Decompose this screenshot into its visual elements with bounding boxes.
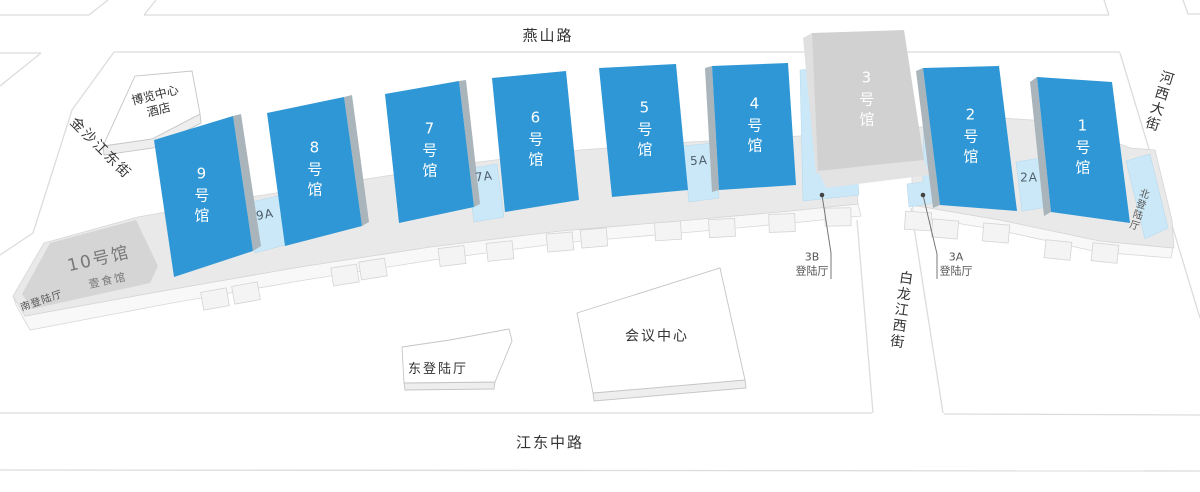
road-hexi-line-b [1182, 0, 1189, 15]
podium-service-block [437, 245, 467, 267]
landing-3a-label-line2: 登陆厅 [939, 264, 973, 277]
halls-group [154, 63, 1130, 277]
hall-5-shape[interactable] [599, 64, 688, 197]
podium-service-block [653, 220, 683, 242]
podium-service-blocks [200, 207, 1120, 311]
landing-north-shape[interactable] [1125, 153, 1169, 240]
podium-service-block [330, 263, 360, 287]
east-landing-shape[interactable] [401, 328, 513, 384]
hall-9-label: 9号馆 [192, 164, 211, 228]
landing-3b-label-line1: 3B [804, 250, 820, 264]
street-label-yanshan: 燕山路 [522, 26, 574, 45]
hall-9-side-face [233, 114, 261, 251]
hall-1-label: 1号馆 [1073, 116, 1092, 180]
hall-7-label: 7号馆 [420, 119, 439, 183]
connector-2a-label: 2A [1020, 170, 1038, 185]
landing-3a-label-line1: 3A [948, 250, 964, 264]
connector-7a-label: 7A [474, 168, 494, 185]
podium-service-block [903, 210, 933, 232]
hall-10-shape[interactable] [22, 220, 158, 309]
connector-5a-label: 5A [689, 153, 709, 168]
landing-3a-label: 3A 登陆厅 [940, 250, 973, 278]
hall-1-shape[interactable] [1037, 77, 1130, 223]
east-landing-label: 东登陆厅 [407, 361, 469, 377]
road-jinshajiang-line-a [0, 0, 109, 87]
hall-8-label: 8号馆 [305, 138, 324, 202]
hall-7-side-face [459, 80, 480, 207]
podium-service-block [708, 217, 736, 239]
podium-service-block [1043, 239, 1073, 261]
road-yanshan-bottom-line [0, 51, 1120, 54]
podium-service-block [1090, 242, 1120, 264]
podium-service-block [231, 281, 261, 305]
conference-center-label: 会议中心 [625, 328, 689, 345]
hall-1-side-face [1030, 77, 1051, 216]
conference-center-shape[interactable] [576, 267, 746, 394]
callout-lines [821, 194, 938, 279]
callout-dot-3a [920, 192, 926, 198]
hall-8-shape[interactable] [267, 97, 362, 246]
hall-6-shape[interactable] [492, 71, 579, 212]
hall-3-bottom-face [818, 160, 930, 188]
callout-dot-3b [819, 192, 825, 198]
landing-3b-label: 3B 登陆厅 [796, 250, 829, 278]
landing-3b-label-line2: 登陆厅 [795, 264, 829, 277]
podium-service-block [930, 218, 960, 240]
hall-6-label: 6号馆 [526, 108, 545, 172]
podium-service-block [981, 222, 1011, 244]
street-label-jiangdong: 江东中路 [515, 433, 585, 452]
hall-3-label: 3号馆 [857, 68, 876, 132]
hall-8-side-face [344, 95, 369, 226]
connector-9a-label: 9A [254, 206, 275, 223]
podium-service-block [545, 231, 575, 253]
road-bailongjiang-line-b [910, 207, 944, 414]
hall-9-shape[interactable] [154, 116, 253, 277]
road-bailongjiang-line-a [856, 219, 874, 414]
hall-4-shape[interactable] [712, 63, 796, 190]
podium-service-block [768, 213, 796, 233]
hall-7-shape[interactable] [385, 81, 474, 223]
road-jinshajiang-line-b [0, 0, 157, 256]
hall-5-label: 5号馆 [635, 98, 654, 162]
hall-2-side-face [916, 68, 940, 208]
callout-line-3a [922, 194, 938, 279]
podium-service-block [824, 207, 852, 227]
podium-service-block [579, 227, 609, 249]
hall-4-side-face [705, 66, 719, 192]
road-jiangdong-bottom-line [0, 469, 1200, 472]
podium-service-block [200, 287, 230, 311]
hall-2-shape[interactable] [923, 66, 1017, 211]
road-yanshan-top-line [0, 13, 1200, 16]
callout-line-3b [821, 194, 832, 279]
hall-2-label: 2号馆 [961, 105, 980, 169]
road-jiangdong-top-line [0, 412, 1200, 416]
podium-service-block [485, 240, 515, 262]
hotel-shape[interactable] [102, 70, 201, 147]
hall-3-shape[interactable] [812, 30, 924, 171]
podium-service-block [358, 257, 388, 281]
hall-4-label: 4号馆 [745, 94, 764, 158]
